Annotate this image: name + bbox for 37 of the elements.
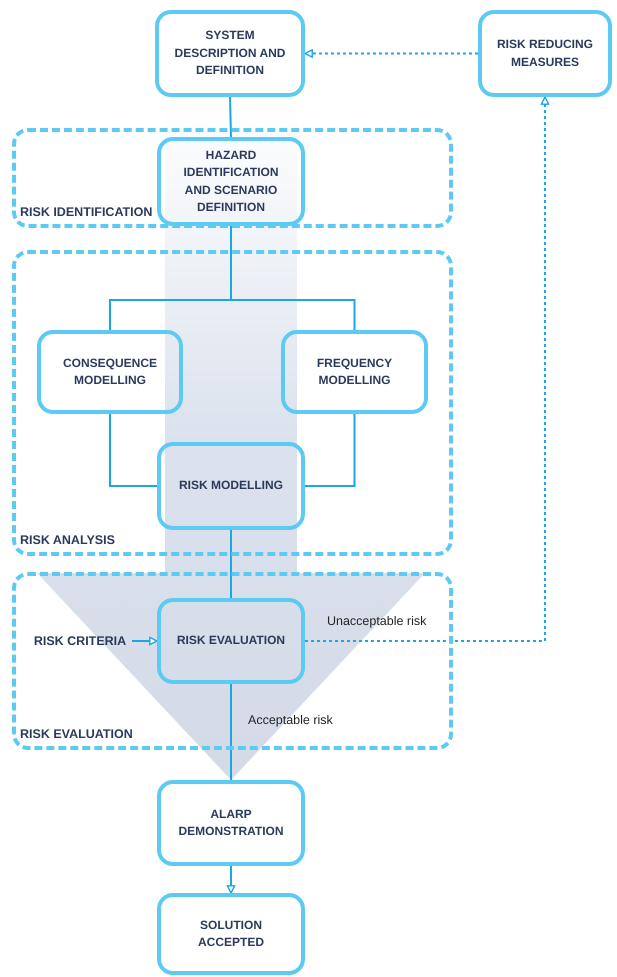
box-label: SYSTEM DESCRIPTION AND DEFINITION [174, 27, 286, 80]
box-label: RISK EVALUATION [176, 632, 286, 650]
group-heading: RISK IDENTIFICATION [20, 204, 152, 221]
group-frame [12, 250, 453, 556]
group-heading: RISK EVALUATION [20, 726, 133, 743]
process-box [157, 893, 305, 975]
connector [132, 636, 158, 646]
box-label: SOLUTION ACCEPTED [196, 916, 265, 951]
connector [109, 414, 157, 487]
box-label: RISK MODELLING [179, 477, 283, 494]
input-label: RISK CRITERIA [28, 630, 132, 652]
edge-label: Acceptable risk [248, 713, 333, 727]
process-box [157, 442, 305, 530]
process-box [157, 598, 305, 684]
connector [304, 49, 478, 58]
process-box [37, 330, 183, 414]
group-frame [12, 572, 453, 750]
box-label: FREQUENCY MODELLING [316, 354, 394, 389]
connector [230, 226, 356, 330]
process-box [281, 330, 428, 414]
group-frame [12, 128, 453, 228]
process-box [157, 780, 305, 866]
connector [230, 530, 232, 598]
edge-label: Unacceptable risk [327, 614, 426, 628]
process-box [155, 10, 305, 97]
process-box [478, 10, 612, 97]
box-label: ALARP DEMONSTRATION [177, 806, 285, 840]
connector [230, 684, 232, 780]
box-label: RISK REDUCING MEASURES [496, 36, 594, 70]
connector [305, 414, 356, 487]
process-box [157, 137, 305, 226]
group-heading: RISK ANALYSIS [20, 532, 115, 549]
connector [305, 96, 550, 642]
box-label: HAZARD IDENTIFICATION AND SCENARIO DEFINITION [182, 146, 280, 216]
connector [229, 96, 232, 138]
box-label: CONSEQUENCE MODELLING [62, 354, 158, 389]
connector [226, 866, 236, 894]
